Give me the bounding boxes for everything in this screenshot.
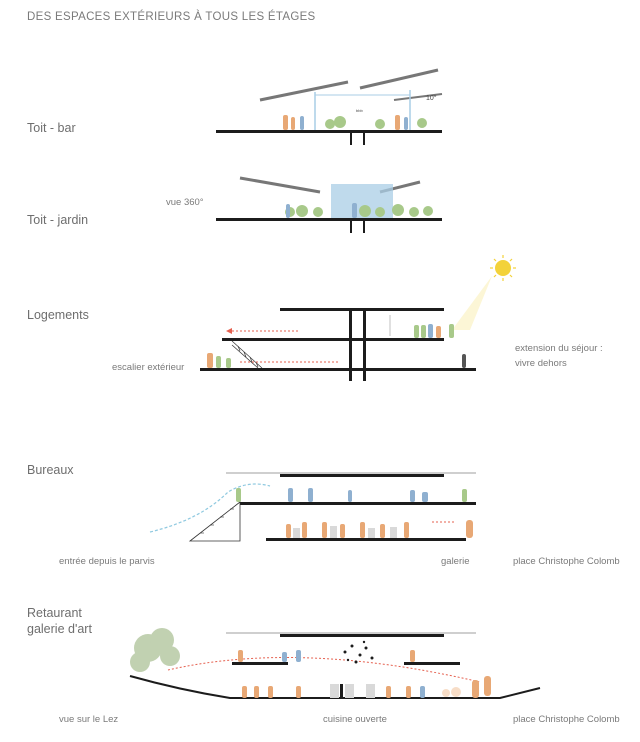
offices-slab-top (280, 474, 444, 477)
offices-entry-path (149, 483, 271, 533)
offices-stair-steps (200, 508, 234, 534)
caption-place-restaurant: place Christophe Colomb (513, 714, 620, 725)
level-label-restaurant-2: galerie d'art (27, 622, 92, 636)
restaurant-canopy (226, 632, 476, 634)
roof-angle-label: 10° (426, 94, 437, 102)
offices-slab-mid (240, 502, 476, 505)
roof-bar-slab (216, 130, 442, 133)
riverside-tree (130, 628, 180, 672)
level-label-roof-bar: Toit - bar (27, 121, 76, 135)
restaurant-slab-right (404, 662, 460, 665)
housing-slab-mid (222, 338, 444, 341)
roof-garden-column (363, 221, 365, 233)
restaurant-slab-top (280, 634, 444, 637)
offices-slab-ground (266, 538, 466, 541)
roof-bar-canopy (259, 80, 349, 102)
sun-rays (490, 255, 516, 281)
roof-bar-canopy (393, 93, 443, 101)
art-installation (343, 640, 374, 664)
caption-view-lez: vue sur le Lez (59, 714, 119, 725)
caption-gallery: galerie (441, 556, 470, 567)
exterior-staircase (231, 340, 263, 369)
caption-entry: entrée depuis le parvis (59, 556, 155, 567)
level-label-offices: Bureaux (27, 463, 74, 477)
offices-gallery-pedestals (293, 526, 397, 538)
housing-section (200, 255, 516, 381)
roof-garden-person (286, 204, 290, 218)
restaurant-section (129, 628, 541, 699)
restaurant-bushes (442, 687, 461, 697)
offices-canopy (226, 472, 476, 474)
roof-garden-canopy (239, 176, 321, 194)
roof-bar-canopy (359, 68, 439, 90)
caption-living-extension-2: vivre dehors (515, 358, 567, 369)
housing-core-wall (363, 311, 366, 381)
housing-slab-ground (200, 368, 476, 371)
kitchen-counters (330, 684, 375, 698)
path-arrow-icon (226, 328, 232, 334)
roof-bar-section: 10° bbb (216, 68, 443, 145)
restaurant-people (238, 650, 491, 698)
sun-icon (495, 260, 511, 276)
roof-garden-slab (216, 218, 442, 221)
restaurant-slab-left (232, 662, 288, 665)
roof-bar-column (363, 133, 365, 145)
housing-slab-top (280, 308, 444, 311)
roof-garden-column (350, 221, 352, 233)
restaurant-view-path (167, 657, 481, 683)
level-label-restaurant-1: Retaurant (27, 606, 82, 620)
housing-people (207, 324, 466, 368)
roof-bar-column (350, 133, 352, 145)
page-title: DES ESPACES EXTÉRIEURS À TOUS LES ÉTAGES (27, 11, 316, 23)
caption-exterior-stair: escalier extérieur (112, 362, 185, 373)
offices-exterior-stair (188, 501, 241, 542)
kitchen-column (340, 684, 343, 698)
offices-people (236, 488, 473, 538)
roof-garden-person (352, 203, 357, 218)
caption-living-extension-1: extension du séjour : (515, 343, 603, 354)
level-label-housing: Logements (27, 308, 89, 322)
housing-core-wall (349, 311, 352, 381)
caption-view-360: vue 360° (166, 197, 204, 208)
sun-beam (452, 276, 492, 330)
caption-place-offices: place Christophe Colomb (513, 556, 620, 567)
roof-bar-people (283, 115, 408, 130)
offices-section (149, 472, 476, 542)
roof-small-label: bbb (356, 108, 363, 113)
restaurant-ground-line (129, 675, 541, 699)
housing-path (228, 330, 340, 363)
level-label-roof-garden: Toit - jardin (27, 213, 89, 227)
roof-garden-section (216, 176, 442, 233)
caption-open-kitchen: cuisine ouverte (323, 714, 387, 725)
roof-bar-plants (325, 116, 427, 129)
